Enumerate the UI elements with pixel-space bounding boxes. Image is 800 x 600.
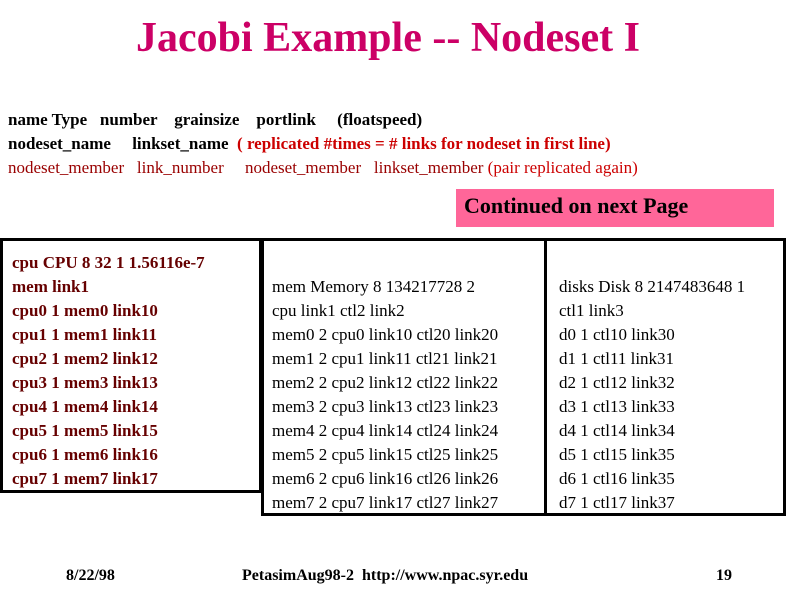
continued-banner: Continued on next Page xyxy=(456,189,774,227)
cpu-line: cpu7 1 mem7 link17 xyxy=(12,469,158,488)
memory-line: mem0 2 cpu0 link10 ctl20 link20 xyxy=(272,325,499,344)
format-line-3-fields: nodeset_member link_number nodeset_membe… xyxy=(8,158,488,177)
memory-line: mem2 2 cpu2 link12 ctl22 link22 xyxy=(272,373,499,392)
format-line-2-fields: nodeset_name linkset_name xyxy=(8,134,229,153)
memory-nodeset-box: mem Memory 8 134217728 2 cpu link1 ctl2 … xyxy=(261,238,548,516)
cpu-line: mem link1 xyxy=(12,277,89,296)
format-line-1-fields: name Type number grainsize portlink xyxy=(8,110,316,129)
cpu-line: cpu2 1 mem2 link12 xyxy=(12,349,158,368)
footer-source: PetasimAug98-2 http://www.npac.syr.edu xyxy=(242,567,529,584)
memory-line: mem7 2 cpu7 link17 ctl27 link27 xyxy=(272,493,499,512)
memory-line: mem6 2 cpu6 link16 ctl26 link26 xyxy=(272,469,499,488)
memory-line: cpu link1 ctl2 link2 xyxy=(272,301,405,320)
cpu-line: cpu CPU 8 32 1 1.56116e-7 xyxy=(12,253,205,272)
memory-line: mem Memory 8 134217728 2 xyxy=(272,277,476,296)
memory-line: mem4 2 cpu4 link14 ctl24 link24 xyxy=(272,421,499,440)
format-line-3: nodeset_member link_number nodeset_membe… xyxy=(8,156,638,180)
footer-date: 8/22/98 xyxy=(66,567,115,584)
disk-nodeset-box: disks Disk 8 2147483648 1 ctl1 link3 d0 … xyxy=(544,238,786,516)
cpu-line: cpu3 1 mem3 link13 xyxy=(12,373,158,392)
format-line-2-note: ( replicated #times = # links for nodese… xyxy=(228,134,611,153)
cpu-line: cpu4 1 mem4 link14 xyxy=(12,397,158,416)
cpu-line: cpu6 1 mem6 link16 xyxy=(12,445,158,464)
memory-line: mem1 2 cpu1 link11 ctl21 link21 xyxy=(272,349,498,368)
memory-line: mem3 2 cpu3 link13 ctl23 link23 xyxy=(272,397,499,416)
disk-line: disks Disk 8 2147483648 1 xyxy=(559,277,746,296)
disk-line: d3 1 ctl13 link33 xyxy=(559,397,675,416)
cpu-line: cpu0 1 mem0 link10 xyxy=(12,301,158,320)
format-line-1-note: (floatspeed) xyxy=(315,110,423,129)
cpu-line: cpu1 1 mem1 link11 xyxy=(12,325,157,344)
disk-line: d2 1 ctl12 link32 xyxy=(559,373,675,392)
cpu-nodeset-box: cpu CPU 8 32 1 1.56116e-7 mem link1 cpu0… xyxy=(0,238,262,493)
format-line-1: name Type number grainsize portlink (flo… xyxy=(8,108,638,132)
cpu-line: cpu5 1 mem5 link15 xyxy=(12,421,158,440)
disk-line: d7 1 ctl17 link37 xyxy=(559,493,675,512)
disk-line: d6 1 ctl16 link35 xyxy=(559,469,675,488)
disk-line: d5 1 ctl15 link35 xyxy=(559,445,675,464)
format-description: name Type number grainsize portlink (flo… xyxy=(8,108,638,180)
page-number: 19 xyxy=(716,567,732,584)
disk-line: ctl1 link3 xyxy=(559,301,624,320)
disk-line: d4 1 ctl14 link34 xyxy=(559,421,675,440)
disk-line: d1 1 ctl11 link31 xyxy=(559,349,675,368)
slide-title: Jacobi Example -- Nodeset I xyxy=(136,15,640,61)
disk-line: d0 1 ctl10 link30 xyxy=(559,325,675,344)
memory-line: mem5 2 cpu5 link15 ctl25 link25 xyxy=(272,445,499,464)
format-line-2: nodeset_name linkset_name ( replicated #… xyxy=(8,132,638,156)
format-line-3-note: (pair replicated again) xyxy=(487,158,638,177)
